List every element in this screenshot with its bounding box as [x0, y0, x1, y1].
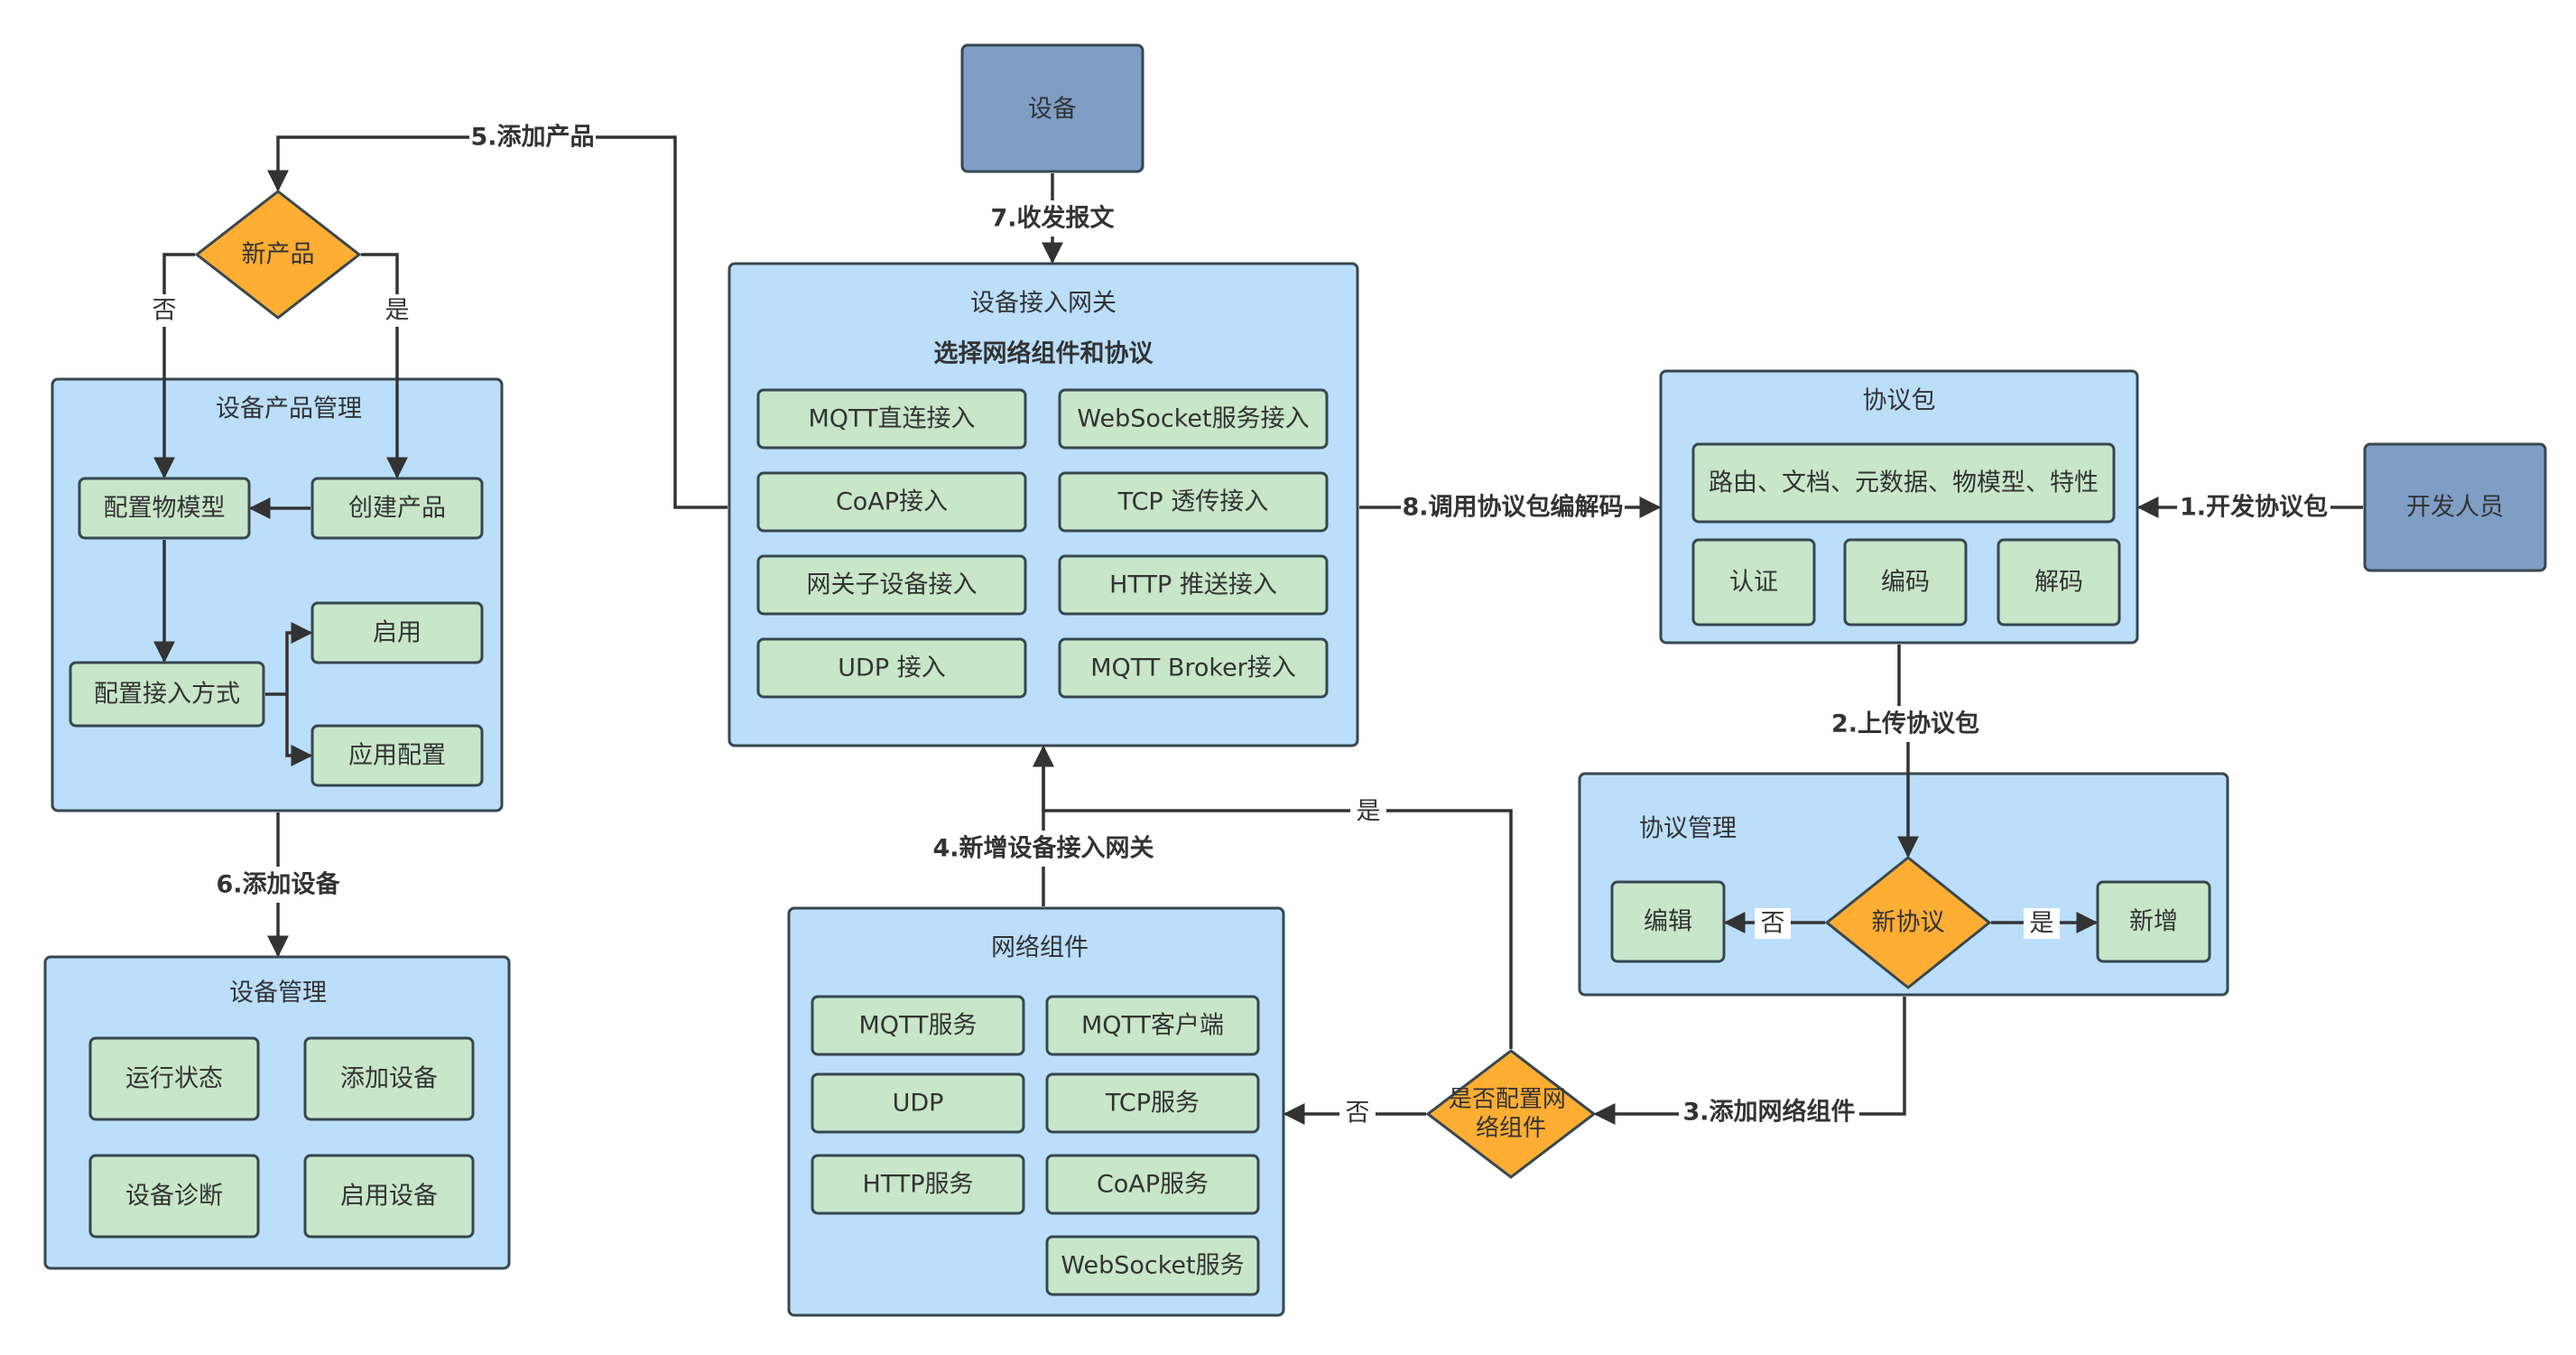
- protocol-decision-diamond: [1824, 856, 1992, 989]
- gateway-item-label: CoAP接入: [836, 488, 948, 516]
- diagnosis-label: 设备诊断: [125, 1183, 223, 1211]
- network-item-label: TCP服务: [1105, 1090, 1200, 1118]
- network-item-udp: [811, 1072, 1025, 1134]
- edge-label-step5: 5.添加产品: [470, 124, 594, 152]
- gateway-item-label: TCP 透传接入: [1117, 488, 1269, 516]
- edge-label-no: 否: [1346, 1100, 1370, 1128]
- developer-node: [2363, 442, 2547, 572]
- protocol-features-box: [1691, 442, 2116, 524]
- edge-label-step4: 4.新增设备接入网关: [932, 834, 1154, 863]
- network-item-mqtt-client: [1045, 995, 1260, 1056]
- network-item-tcp-service: [1045, 1072, 1260, 1134]
- diagnosis-box: [88, 1154, 260, 1239]
- protocol-decode-box: [1997, 538, 2121, 626]
- gateway-item-coap: [756, 471, 1027, 533]
- product-management-title: 设备产品管理: [216, 395, 362, 423]
- product-decision-label: 新产品: [242, 241, 315, 269]
- network-item-label: MQTT客户端: [1081, 1012, 1224, 1040]
- device-label: 设备: [1028, 96, 1077, 124]
- protocol-decision-label: 新协议: [1872, 909, 1945, 937]
- network-item-label: MQTT服务: [858, 1012, 977, 1040]
- gateway-item-mqtt-broker: [1058, 637, 1329, 699]
- config-access-label: 配置接入方式: [94, 681, 240, 709]
- config-model-label: 配置物模型: [104, 495, 226, 523]
- edge-label-yes: 是: [2030, 910, 2054, 938]
- protocol-encode-box: [1843, 538, 1968, 626]
- protocol-decode-label: 解码: [2034, 569, 2083, 597]
- edge-label-no: 否: [1761, 910, 1785, 938]
- edge-label-step2: 2.上传协议包: [1831, 710, 1979, 738]
- network-item-websocket-service: [1045, 1235, 1260, 1296]
- edge-access-enable: [285, 622, 313, 694]
- network-item-mqtt-service: [811, 995, 1025, 1056]
- protocol-auth-box: [1691, 538, 1816, 626]
- gateway-item-udp: [756, 637, 1027, 699]
- edge-label-step8: 8.调用协议包编解码: [1402, 493, 1623, 522]
- product-decision-diamond: [194, 190, 362, 320]
- network-decision-label: 是否配置网 络组件: [1449, 1086, 1573, 1142]
- protocol-edit-label: 编辑: [1644, 908, 1692, 936]
- device-node: [960, 43, 1144, 173]
- gateway-item-tcp: [1058, 471, 1329, 533]
- gateway-item-label: UDP 接入: [838, 654, 945, 682]
- network-item-label: WebSocket服务: [1061, 1252, 1244, 1280]
- edge-label-step7: 7.收发报文: [990, 204, 1115, 233]
- enable-device-box: [303, 1154, 475, 1239]
- add-device-box: [303, 1036, 475, 1121]
- gateway-item-label: 网关子设备接入: [807, 571, 978, 599]
- gateway-item-label: HTTP 推送接入: [1109, 571, 1277, 599]
- developer-label: 开发人员: [2406, 494, 2504, 522]
- protocol-management-title: 协议管理: [1639, 815, 1737, 843]
- edge-add-product: [267, 135, 727, 509]
- network-component-title: 网络组件: [991, 934, 1089, 962]
- apply-config-label: 应用配置: [348, 742, 446, 770]
- network-item-coap-service: [1045, 1154, 1260, 1215]
- edge-label-yes: 是: [1357, 798, 1381, 826]
- protocol-encode-label: 编码: [1881, 569, 1930, 597]
- edge-label-step6: 6.添加设备: [216, 871, 340, 899]
- gateway-item-label: WebSocket服务接入: [1077, 405, 1309, 433]
- network-item-label: CoAP服务: [1097, 1171, 1209, 1199]
- edge-label-step3: 3.添加网络组件: [1682, 1098, 1855, 1127]
- run-status-label: 运行状态: [125, 1065, 223, 1093]
- gateway-subtitle: 选择网络组件和协议: [934, 339, 1154, 368]
- gateway-item-websocket: [1058, 388, 1329, 450]
- edge-access-apply: [285, 694, 313, 766]
- network-decision-diamond: [1425, 1049, 1597, 1179]
- protocol-features-label: 路由、文档、元数据、物模型、特性: [1709, 469, 2099, 497]
- add-device-label: 添加设备: [340, 1065, 438, 1093]
- protocol-add-label: 新增: [2129, 908, 2178, 936]
- edge-product-no: [153, 253, 195, 479]
- gateway-item-http: [1058, 554, 1329, 616]
- protocol-package-title: 协议包: [1863, 387, 1936, 415]
- run-status-box: [88, 1036, 260, 1121]
- protocol-auth-label: 认证: [1729, 569, 1778, 597]
- create-product-label: 创建产品: [348, 495, 446, 523]
- edge-label-step1: 1.开发协议包: [2180, 493, 2328, 522]
- gateway-title: 设备接入网关: [970, 290, 1117, 318]
- enable-device-label: 启用设备: [340, 1183, 438, 1211]
- network-item-label: UDP: [893, 1090, 944, 1118]
- edge-product-yes: [361, 253, 408, 479]
- gateway-item-mqtt-direct: [756, 388, 1027, 450]
- network-item-http-service: [811, 1154, 1025, 1215]
- gateway-item-label: MQTT Broker接入: [1090, 654, 1296, 682]
- network-item-label: HTTP服务: [862, 1171, 973, 1199]
- gateway-item-subdevice: [756, 554, 1027, 616]
- edge-label-yes: 是: [385, 297, 410, 325]
- device-management-title: 设备管理: [229, 979, 327, 1007]
- edge-label-no: 否: [153, 297, 177, 325]
- enable-label: 启用: [373, 619, 422, 647]
- gateway-item-label: MQTT直连接入: [808, 405, 975, 433]
